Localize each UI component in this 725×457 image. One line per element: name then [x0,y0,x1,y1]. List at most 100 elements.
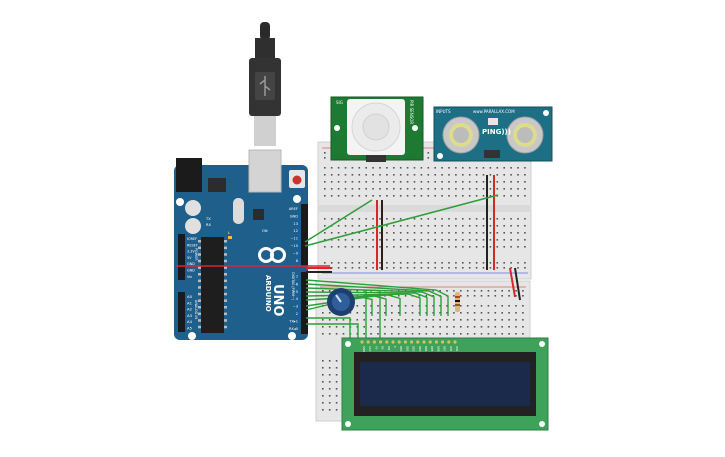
breadboard-hole [441,246,443,248]
digital-pin-label: 7 [296,275,298,279]
rail-hole [434,267,436,269]
breadboard-hole [468,188,471,190]
ping-ultrasonic-sensor: www.PARALLAX.COM PING))) INPUTS [433,106,553,162]
breadboard-hole [379,246,381,248]
lcd-pin-label: DB5 [430,346,434,352]
breadboard-hole [337,239,340,241]
chip-leg [224,240,227,243]
breadboard-hole [328,326,331,328]
breadboard-hole [487,305,490,307]
lcd-wire [305,287,435,316]
breadboard-hole [482,225,485,227]
chip-leg [224,286,227,289]
breadboard-hole [363,333,365,335]
reset-button-cap[interactable] [292,175,302,185]
pir-pins [366,155,386,162]
breadboard-hole [370,312,372,314]
rail-hole [487,295,490,297]
lcd-pin-label: RW [387,346,391,351]
rail-hole [427,267,430,269]
breadboard-hole [413,174,416,176]
breadboard-hole [335,409,338,411]
breadboard-hole [344,174,347,176]
breadboard-hole [335,333,338,335]
breadboard-hole [330,246,333,248]
breadboard-hole [501,305,503,307]
breadboard-hole [406,195,409,197]
breadboard-hole [404,333,407,335]
digital-pin-label: ~9 [293,251,299,255]
breadboard-hole [393,239,395,241]
breadboard-hole [425,333,428,335]
rail-hole [344,267,347,269]
rail-hole [453,295,455,297]
breadboard-hole [342,333,345,335]
chip-leg [224,319,227,322]
ping-led [488,118,498,125]
breadboard-hole [482,195,485,197]
digital-pin-label: TX▸1 [288,319,298,323]
rail-hole [418,295,421,297]
rail-hole [524,267,526,269]
lcd-pin [360,340,364,344]
breadboard-hole [393,218,395,220]
breadboard-hole [413,188,416,190]
digital-pin-label: ~3 [293,305,298,309]
breadboard-hole [455,195,457,197]
breadboard-hole [496,167,499,169]
breadboard-hole [372,188,374,190]
breadboard-hole [475,188,478,190]
rail-hole [480,290,483,292]
breadboard-hole [358,174,361,176]
chip-leg [198,279,201,283]
breadboard-hole [510,225,512,227]
breadboard-hole [322,395,324,397]
breadboard-hole [482,218,485,220]
breadboard-hole [522,305,524,307]
ping-corner-label: INPUTS [436,109,451,114]
breadboard-hole [517,188,519,190]
breadboard-hole [386,167,388,169]
breadboard-hole [503,218,505,220]
breadboard-hole [455,246,457,248]
breadboard-hole [434,218,436,220]
breadboard-hole [473,333,476,335]
breadboard-hole [322,319,324,321]
breadboard-hole [462,174,464,176]
rail-hole [358,267,361,269]
breadboard-hole [448,174,450,176]
lcd-screen [360,362,530,406]
potentiometer-knob-icon[interactable] [327,288,355,316]
rail-hole [406,267,409,269]
breadboard-hole [406,174,409,176]
breadboard-hole [439,312,441,314]
breadboard-hole [365,218,367,220]
rail-hole [337,262,340,264]
breadboard-hole [462,167,464,169]
breadboard-hole [370,319,372,321]
breadboard-hole [324,232,326,234]
lcd-wire [305,283,442,316]
rail-hole [420,262,423,264]
breadboard-hole [337,218,340,220]
breadboard-hole [386,195,388,197]
breadboard-hole [356,319,359,321]
breadboard-hole [515,312,517,314]
breadboard-hole [413,225,416,227]
rail-hole [358,262,361,264]
rail-hole [496,262,499,264]
rail-hole [448,262,450,264]
breadboard-hole [460,312,462,314]
lcd-pin [385,340,389,344]
breadboard-hole [330,239,333,241]
breadboard-hole [393,167,395,169]
breadboard-hole [494,305,497,307]
breadboard-hole [399,188,402,190]
digital-pin-label: 13 [293,222,298,226]
lcd-pin [372,340,376,344]
rail-hole [517,267,519,269]
digital-pin-label: 8 [296,259,299,263]
chip-leg [198,312,201,316]
breadboard-hole [441,218,443,220]
breadboard-hole [351,174,354,176]
